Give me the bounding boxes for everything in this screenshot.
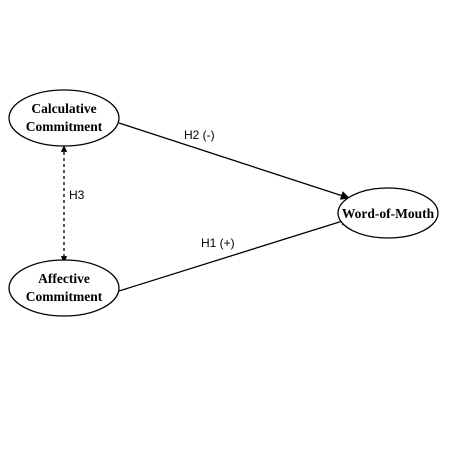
node-calculative-line2: Commitment — [26, 119, 103, 134]
edge-h1-arrow — [118, 217, 350, 292]
edge-h2-label: H2 (-) — [184, 128, 215, 142]
node-wom-label: Word-of-Mouth — [342, 206, 435, 221]
node-affective-line2: Commitment — [26, 289, 103, 304]
edge-h2-arrow — [118, 122, 350, 200]
node-affective-commitment — [8, 259, 120, 317]
node-affective-line1: Affective — [38, 271, 90, 286]
node-calculative-commitment — [8, 89, 120, 147]
node-calculative-line1: Calculative — [31, 101, 96, 116]
node-word-of-mouth — [337, 187, 439, 239]
edge-h1-label: H1 (+) — [201, 236, 235, 250]
edge-h3-label: H3 — [69, 188, 85, 202]
